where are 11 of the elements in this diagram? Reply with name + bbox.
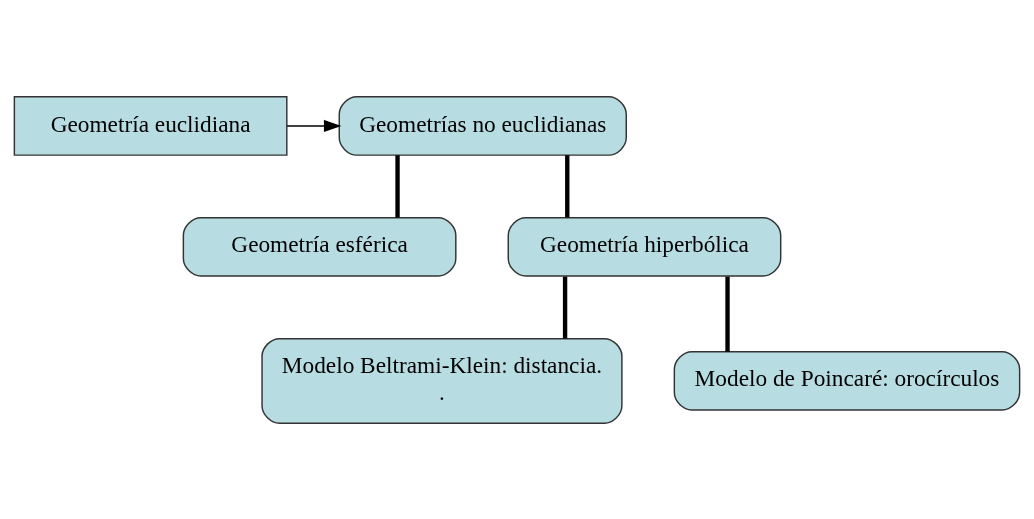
node-box: Modelo de Poincaré: orocírculos [673, 350, 1021, 411]
node-box: Geometría hiperbólica [507, 216, 782, 277]
node-box: Modelo Beltrami-Klein: distancia. . [261, 337, 623, 424]
arrow [286, 119, 342, 132]
connector [565, 154, 570, 217]
node-box: Geometría esférica [182, 216, 457, 277]
connector [725, 276, 730, 352]
connector [395, 154, 400, 217]
node-box: Geometrías no euclidianas [338, 95, 627, 156]
connector [562, 276, 568, 339]
node-box: Geometría euclidiana [13, 95, 288, 156]
